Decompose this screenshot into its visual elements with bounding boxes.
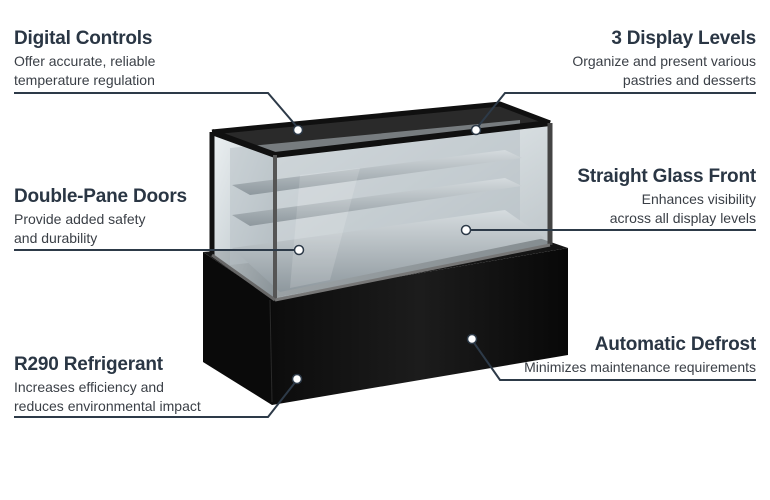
callout-line-defrost [471, 339, 756, 381]
feature-automatic-defrost: Automatic Defrost Minimizes maintenance … [524, 334, 756, 377]
feature-description: Minimizes maintenance requirements [524, 359, 756, 375]
dot-display-levels [470, 124, 482, 136]
callout-dots [291, 124, 482, 385]
feature-title: R290 Refrigerant [14, 354, 163, 375]
dot-defrost [466, 333, 478, 345]
feature-digital-controls: Digital Controls Offer accurate, reliabl… [14, 28, 155, 90]
feature-title: Double-Pane Doors [14, 186, 187, 207]
dot-straight-glass [460, 224, 472, 236]
callout-lines [14, 92, 756, 418]
callout-line-display-levels [475, 92, 756, 130]
dot-refrigerant [291, 373, 303, 385]
feature-title: 3 Display Levels [611, 28, 756, 49]
feature-title: Straight Glass Front [577, 166, 756, 187]
dot-digital-controls [292, 124, 304, 136]
callout-line-digital-controls [14, 92, 299, 129]
dot-double-pane [293, 244, 305, 256]
feature-display-levels: 3 Display Levels Organize and present va… [572, 28, 756, 90]
feature-title: Automatic Defrost [594, 334, 756, 355]
feature-r290-refrigerant: R290 Refrigerant Increases efficiency an… [14, 354, 201, 416]
feature-title: Digital Controls [14, 28, 153, 49]
callout-line-refrigerant [14, 379, 298, 418]
feature-straight-glass-front: Straight Glass Front Enhances visibility… [577, 166, 756, 228]
glass-case [209, 101, 553, 302]
